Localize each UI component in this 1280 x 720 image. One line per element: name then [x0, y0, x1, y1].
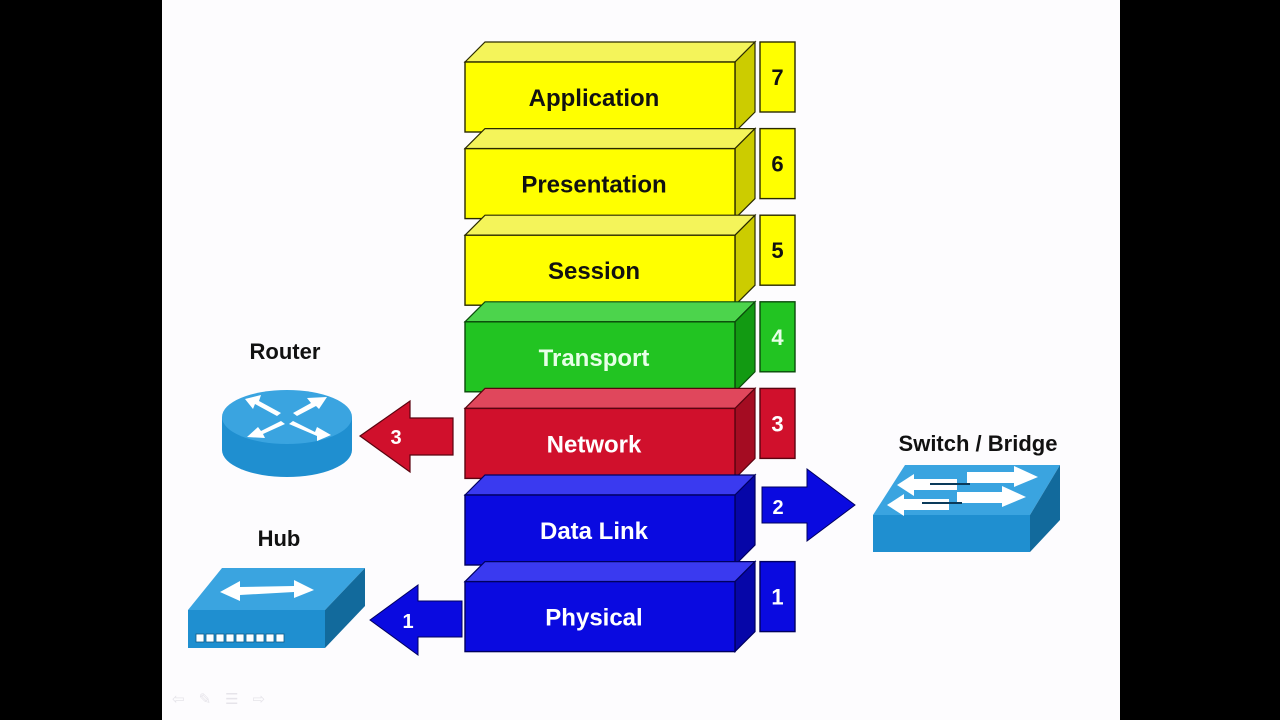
- layer-name: Presentation: [521, 172, 666, 199]
- double-arrow-icon: [220, 580, 314, 601]
- switch-front: [873, 515, 1030, 552]
- layer-top-face: [463, 128, 757, 150]
- layer-front-face: [464, 407, 736, 480]
- layer-top-face: [463, 387, 757, 409]
- slideshow-controls: ⇦ ✎ ☰ ⇨: [172, 690, 265, 708]
- layer-number-text: 3: [771, 411, 783, 436]
- layer-number-1: 1: [759, 560, 796, 633]
- layer-front-face: [464, 321, 736, 393]
- router-device: Router: [222, 339, 352, 477]
- osi-layer-stack: ApplicationPresentationSessionTransportN…: [463, 40, 757, 654]
- layer-number-box: [759, 301, 796, 373]
- layer-front-face: [464, 494, 736, 566]
- router-top: [222, 390, 352, 444]
- hub-port: [245, 633, 255, 643]
- layer-number-box: [759, 387, 796, 460]
- hub-port: [215, 633, 225, 643]
- layer-number-boxes: 7 6 5 4 3 1: [759, 41, 796, 633]
- router-icon: [222, 390, 352, 477]
- router-label: Router: [250, 339, 321, 364]
- layer-data-link: Data Link: [463, 473, 757, 567]
- layer-top-face: [463, 214, 757, 236]
- arrow-datalink-to-switch: 2: [761, 468, 856, 542]
- layer-name: Application: [529, 85, 660, 112]
- osi-diagram: ApplicationPresentationSessionTransportN…: [188, 40, 1060, 656]
- arrow-label-2: 2: [772, 497, 783, 519]
- switch-arrow-right-icon: [967, 466, 1038, 487]
- switch-arrow-left-icon: [897, 474, 957, 496]
- layer-front-face: [464, 234, 736, 306]
- arrow-left-icon: [358, 399, 454, 474]
- hub-port: [265, 633, 275, 643]
- layer-name: Physical: [545, 605, 642, 632]
- hub-device: Hub: [188, 526, 365, 648]
- layer-number-box: [759, 127, 796, 200]
- layer-number-text: 4: [771, 325, 784, 350]
- switch-arrow-left-icon: [887, 494, 949, 516]
- layer-front-face: [464, 61, 736, 133]
- switch-icon: [873, 465, 1060, 552]
- layer-number-7: 7: [759, 41, 796, 113]
- layer-name: Network: [547, 431, 642, 458]
- layer-top-face: [463, 41, 757, 63]
- layer-name: Data Link: [540, 518, 649, 545]
- layer-number-6: 6: [759, 127, 796, 200]
- layer-number-box: [759, 41, 796, 113]
- layer-number-text: 5: [771, 238, 783, 263]
- layer-session: Session: [463, 213, 757, 307]
- arrow-label-1: 1: [402, 611, 413, 633]
- next-slide-icon[interactable]: ⇨: [252, 691, 266, 708]
- layer-network: Network: [463, 386, 757, 480]
- router-arrow-icon: [289, 421, 331, 441]
- arrow-left-icon: [369, 584, 463, 656]
- router-arrow-icon: [293, 397, 327, 416]
- hub-port: [275, 633, 285, 643]
- layer-physical: Physical: [463, 560, 757, 654]
- layer-number-3: 3: [759, 387, 796, 460]
- switch-arrow-right-icon: [957, 486, 1026, 507]
- layer-top-face: [463, 474, 757, 496]
- layer-front-face: [464, 580, 736, 653]
- layer-number-text: 7: [771, 65, 783, 90]
- switch-label: Switch / Bridge: [899, 431, 1058, 456]
- layer-number-box: [759, 214, 796, 286]
- layer-application: Application: [463, 40, 757, 134]
- hub-side: [325, 568, 365, 648]
- layer-presentation: Presentation: [463, 127, 757, 221]
- router-arrow-icon: [247, 421, 285, 438]
- arrow-label-3: 3: [390, 427, 401, 449]
- hub-port: [235, 633, 245, 643]
- layer-number-box: [759, 560, 796, 633]
- layer-name: Transport: [539, 345, 650, 372]
- previous-slide-icon[interactable]: ⇦: [172, 691, 185, 708]
- layer-name: Session: [548, 258, 640, 285]
- slide-menu-icon[interactable]: ☰: [225, 691, 239, 708]
- arrow-physical-to-hub: 1: [369, 584, 463, 656]
- layer-number-5: 5: [759, 214, 796, 286]
- hub-port: [195, 633, 205, 643]
- hub-port: [205, 633, 215, 643]
- hub-label: Hub: [258, 526, 301, 551]
- arrow-network-to-router: 3: [358, 399, 454, 474]
- layer-number-4: 4: [759, 301, 796, 373]
- pen-tool-icon[interactable]: ✎: [198, 691, 212, 708]
- layer-top-face: [463, 301, 757, 323]
- layer-number-text: 6: [771, 152, 783, 177]
- switch-bridge-device: Switch / Bridge: [873, 431, 1060, 552]
- arrow-right-icon: [761, 468, 856, 542]
- hub-port: [255, 633, 265, 643]
- router-arrow-icon: [245, 395, 281, 416]
- layer-top-face: [463, 560, 757, 583]
- hub-port: [225, 633, 235, 643]
- hub-icon: [188, 568, 365, 648]
- switch-side: [1030, 465, 1060, 552]
- layer-transport: Transport: [463, 300, 757, 394]
- layer-number-text: 1: [771, 585, 783, 610]
